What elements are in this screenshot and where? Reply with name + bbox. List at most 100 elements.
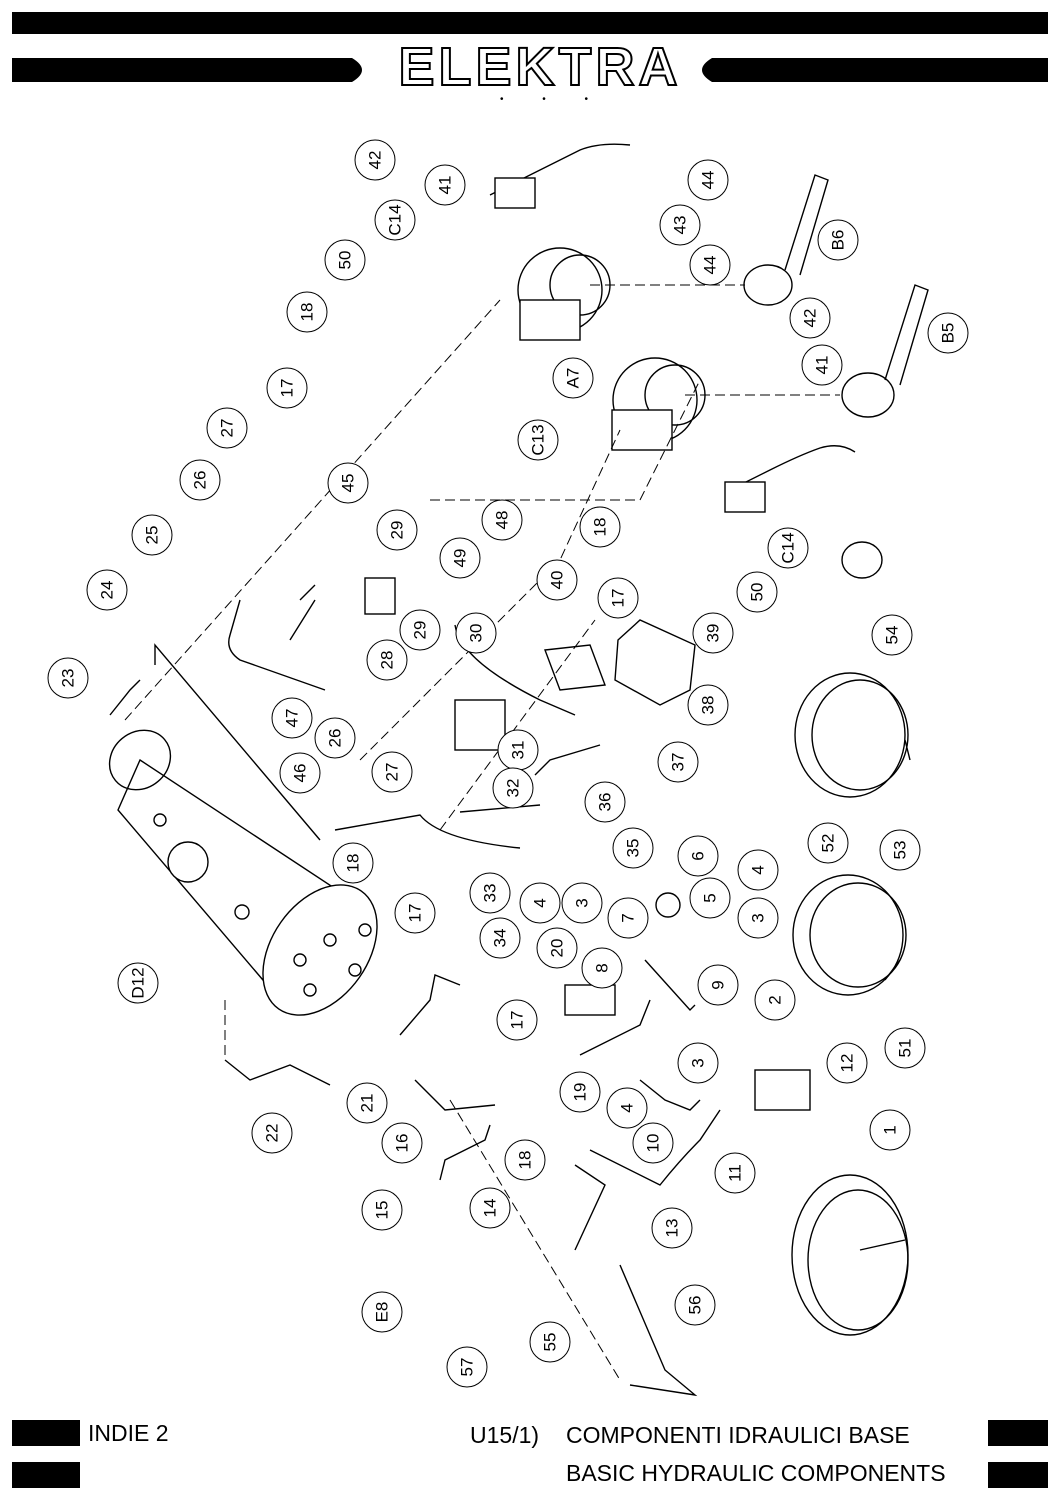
callout-8: 8: [581, 947, 623, 989]
callout-circle: [366, 639, 408, 681]
callout-label: 27: [218, 419, 237, 438]
callout-circle: [869, 1109, 911, 1151]
callout-4: 4: [519, 882, 561, 924]
bracket-40: [544, 644, 606, 691]
callout-circle: [597, 577, 639, 619]
callout-circle: [927, 312, 969, 354]
callout-10: 10: [632, 1122, 674, 1164]
pipe-27-upper: [289, 584, 316, 641]
table-code: U15/1): [470, 1422, 540, 1448]
callout-label: 55: [541, 1333, 560, 1352]
callout-circle: [469, 1187, 511, 1229]
callout-label: 38: [699, 696, 718, 715]
callout-label: 26: [326, 729, 345, 748]
callout-36: 36: [584, 781, 626, 823]
callout-circle: [737, 897, 779, 939]
pipe-19: [579, 999, 651, 1056]
callout-circle: [399, 609, 441, 651]
callout-circle: [496, 999, 538, 1041]
callout-layer: 4241C145018444344B6A742B541C131727262524…: [47, 139, 969, 1388]
callout-circle: [884, 1027, 926, 1069]
callout-circle: [536, 927, 578, 969]
callout-label: 47: [283, 709, 302, 728]
callout-circle: [697, 964, 739, 1006]
callout-47: 47: [271, 697, 313, 739]
callout-41: 41: [424, 164, 466, 206]
callout-circle: [517, 419, 559, 461]
callout-23: 23: [47, 657, 89, 699]
callout-circle: [607, 897, 649, 939]
callout-40: 40: [536, 559, 578, 601]
callout-29: 29: [399, 609, 441, 651]
callout-label: 46: [291, 764, 310, 783]
callout-circle: [657, 741, 699, 783]
callout-label: 32: [504, 779, 523, 798]
callout-4: 4: [606, 1087, 648, 1129]
callout-31: 31: [497, 729, 539, 771]
callout-circle: [677, 835, 719, 877]
steam-wand-lower: [724, 445, 856, 513]
callout-label: B5: [939, 323, 958, 344]
callout-20: 20: [536, 927, 578, 969]
callout-label: 16: [393, 1134, 412, 1153]
callout-17: 17: [496, 999, 538, 1041]
callout-56: 56: [674, 1284, 716, 1326]
header-bar-left: [12, 58, 362, 82]
callout-label: E8: [373, 1302, 392, 1323]
callout-label: 19: [571, 1083, 590, 1102]
callout-b5: B5: [927, 312, 969, 354]
callout-14: 14: [469, 1187, 511, 1229]
callout-28: 28: [366, 639, 408, 681]
callout-label: 10: [644, 1134, 663, 1153]
callout-label: 30: [467, 624, 486, 643]
pipe-13: [589, 1109, 721, 1186]
callout-label: B6: [829, 230, 848, 251]
electric-box-39: [614, 619, 696, 706]
callout-label: 3: [689, 1058, 708, 1067]
callout-label: 43: [671, 216, 690, 235]
callout-39: 39: [692, 612, 734, 654]
callout-label: 37: [669, 753, 688, 772]
callout-label: 50: [748, 583, 767, 602]
callout-circle: [481, 499, 523, 541]
callout-circle: [606, 1087, 648, 1129]
callout-label: 29: [411, 621, 430, 640]
callout-circle: [561, 882, 603, 924]
callout-circle: [86, 569, 128, 611]
callout-circle: [324, 239, 366, 281]
callout-label: 17: [508, 1011, 527, 1030]
group-head-c13: [611, 357, 706, 451]
callout-c14: C14: [767, 527, 809, 569]
pipe-8: [644, 959, 696, 1012]
callout-38: 38: [687, 684, 729, 726]
callout-label: A7: [564, 368, 583, 389]
solenoid-valve-upper: [364, 577, 396, 615]
pipe-10: [639, 1079, 701, 1111]
callout-52: 52: [807, 822, 849, 864]
assembly-line-3: [449, 1099, 621, 1381]
callout-label: 24: [98, 581, 117, 600]
callout-label: 18: [298, 303, 317, 322]
callout-label: 50: [336, 251, 355, 270]
callout-1: 1: [869, 1109, 911, 1151]
callout-18: 18: [579, 506, 621, 548]
callout-label: 23: [59, 669, 78, 688]
callout-circle: [455, 612, 497, 654]
callout-label: 7: [619, 913, 638, 922]
callout-label: 44: [701, 256, 720, 275]
callout-circle: [446, 1346, 488, 1388]
gauge-7: [655, 892, 681, 918]
callout-circle: [689, 244, 731, 286]
callout-label: 17: [406, 904, 425, 923]
callout-circle: [737, 849, 779, 891]
callout-30: 30: [455, 612, 497, 654]
callout-label: 34: [491, 929, 510, 948]
callout-55: 55: [529, 1321, 571, 1363]
callout-a7: A7: [552, 357, 594, 399]
callout-label: 40: [548, 571, 567, 590]
callout-circle: [754, 979, 796, 1021]
callout-circle: [529, 1321, 571, 1363]
callout-54: 54: [871, 614, 913, 656]
pipe-14: [574, 1164, 606, 1251]
